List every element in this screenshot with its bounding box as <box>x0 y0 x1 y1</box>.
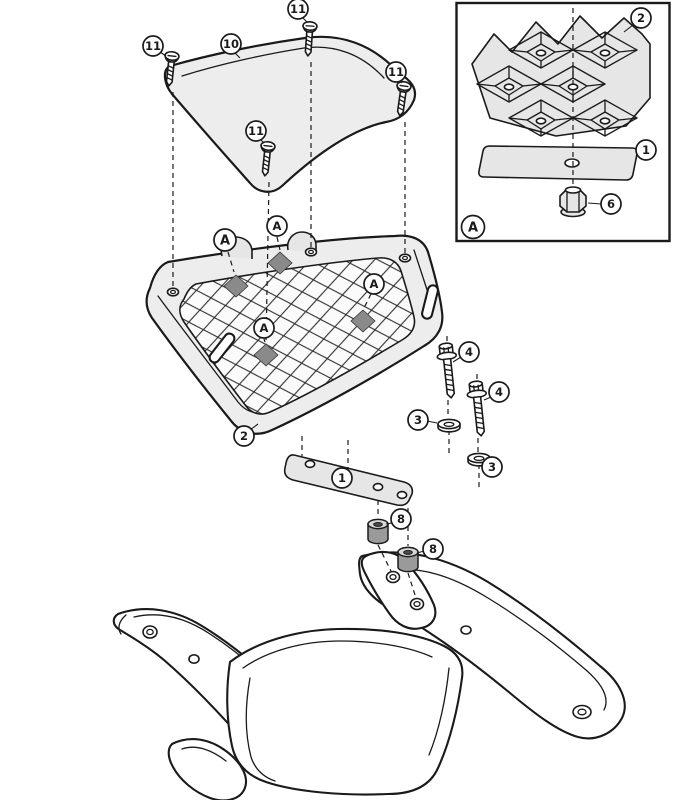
flange-bolt <box>435 341 462 400</box>
callouts: 11 11 11 11 10 A A A A 2 4 4 3 3 1 8 8 <box>142 0 510 560</box>
screw-hole <box>166 247 412 297</box>
rear-rack <box>112 550 626 800</box>
detail-inset: 2 1 6 A <box>455 1 671 243</box>
spacer-bushing <box>397 546 419 573</box>
clamp-plate <box>478 145 638 181</box>
fixing-pad <box>267 251 293 275</box>
callout-screw: 11 <box>245 120 267 142</box>
svg-text:11: 11 <box>145 39 161 53</box>
svg-text:A: A <box>220 234 230 249</box>
svg-text:1: 1 <box>338 471 346 485</box>
callout-top-plate: 10 <box>220 33 242 55</box>
svg-text:3: 3 <box>488 460 496 474</box>
callout-screw: 11 <box>385 61 407 83</box>
svg-text:8: 8 <box>429 542 437 556</box>
svg-text:4: 4 <box>495 385 503 399</box>
callout-bracket: 1 <box>331 467 353 489</box>
anti-slip-mesh <box>179 257 416 415</box>
callout-inset-plate: 1 <box>635 139 657 161</box>
callout-marker-a: A <box>253 317 275 339</box>
svg-text:2: 2 <box>637 11 645 25</box>
callout-screw: 11 <box>142 35 164 57</box>
callout-spacer: 8 <box>390 508 412 530</box>
svg-text:A: A <box>468 221 478 236</box>
detail-a-label: A <box>460 214 486 240</box>
svg-text:11: 11 <box>290 2 306 16</box>
svg-text:2: 2 <box>240 429 248 443</box>
callout-marker-a: A <box>213 228 237 252</box>
svg-text:A: A <box>260 321 269 335</box>
washer <box>437 418 461 433</box>
svg-text:1: 1 <box>642 143 650 157</box>
svg-text:11: 11 <box>248 124 264 138</box>
svg-text:A: A <box>370 277 379 291</box>
callout-inset-nut: 6 <box>600 193 622 215</box>
svg-text:11: 11 <box>388 65 404 79</box>
svg-text:10: 10 <box>223 37 239 51</box>
svg-text:A: A <box>273 219 282 233</box>
alignment-lines <box>172 62 480 599</box>
callout-bolt: 4 <box>488 381 510 403</box>
svg-text:6: 6 <box>607 197 615 211</box>
handle-slot <box>421 284 439 320</box>
callout-washer: 3 <box>481 456 503 478</box>
callout-bolt: 4 <box>458 341 480 363</box>
svg-text:4: 4 <box>465 345 473 359</box>
svg-text:8: 8 <box>397 512 405 526</box>
callout-screw: 11 <box>287 0 309 20</box>
callout-base-plate: 2 <box>233 425 255 447</box>
latch-tab <box>286 231 317 252</box>
callout-washer: 3 <box>407 409 429 431</box>
spacer-bushing <box>367 518 389 545</box>
handle-slot <box>208 332 236 364</box>
base-plate <box>145 231 444 435</box>
top-cover-plate <box>163 35 417 193</box>
flange-bolt <box>465 379 492 438</box>
fixing-pad <box>223 274 249 298</box>
callout-marker-a: A <box>363 273 385 295</box>
flange-nut <box>559 186 587 218</box>
seat-cowl <box>226 627 464 796</box>
callout-marker-a: A <box>266 215 288 237</box>
svg-text:3: 3 <box>414 413 422 427</box>
callout-inset-mesh: 2 <box>630 7 652 29</box>
fixing-pad <box>350 309 376 333</box>
fixing-pad <box>253 343 279 367</box>
callout-spacer: 8 <box>422 538 444 560</box>
